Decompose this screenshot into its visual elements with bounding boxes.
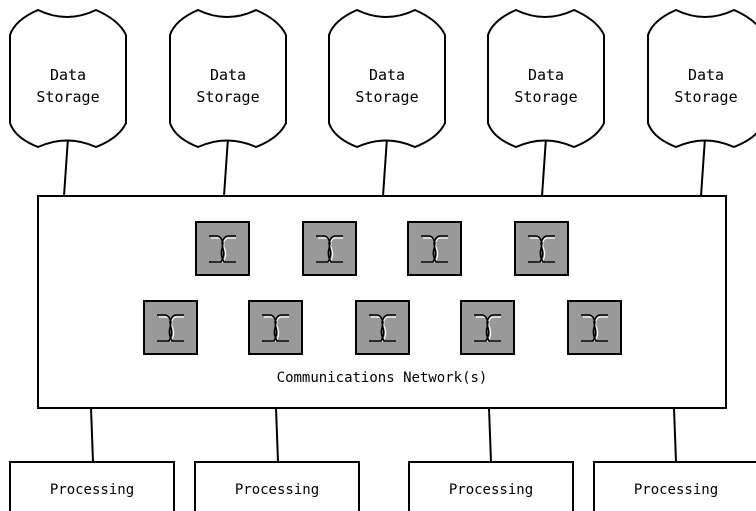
data-storage-3: Data Storage: [328, 8, 446, 149]
processing-connector-3: [488, 407, 492, 463]
storage-label-line2: Storage: [514, 88, 577, 106]
processing-label: Processing: [235, 482, 319, 498]
switch-icon: [195, 221, 250, 276]
switch-icon: [567, 300, 622, 355]
switch-icon: [302, 221, 357, 276]
processing-row: Processing Processing Processing Process…: [9, 461, 756, 511]
data-storage-4: Data Storage: [487, 8, 605, 149]
processing-label: Processing: [50, 482, 134, 498]
storage-label-line1: Data: [369, 66, 405, 84]
processing-node-3: Processing: [408, 461, 574, 511]
storage-label-line2: Storage: [674, 88, 737, 106]
processing-node-4: Processing: [593, 461, 756, 511]
communications-network: Communications Network(s): [37, 195, 727, 409]
processing-node-2: Processing: [194, 461, 360, 511]
processing-node-1: Processing: [9, 461, 175, 511]
storage-connector-1: [63, 137, 69, 197]
data-storage-2: Data Storage: [169, 8, 287, 149]
switch-icon: [143, 300, 198, 355]
processing-connector-4: [673, 407, 677, 463]
storage-connector-2: [223, 137, 229, 197]
processing-label: Processing: [449, 482, 533, 498]
storage-connector-3: [382, 137, 388, 197]
switch-icon: [514, 221, 569, 276]
storage-label-line2: Storage: [355, 88, 418, 106]
processing-label: Processing: [634, 482, 718, 498]
switch-icon: [355, 300, 410, 355]
processing-connector-1: [90, 407, 94, 463]
processing-connector-2: [275, 407, 279, 463]
switch-icon: [407, 221, 462, 276]
processing-connectors: [90, 407, 677, 463]
storage-connectors: [63, 137, 706, 197]
storage-connector-5: [700, 137, 706, 197]
storage-label-line2: Storage: [36, 88, 99, 106]
network-switches: [143, 221, 622, 355]
storage-label-line1: Data: [210, 66, 246, 84]
data-storage-1: Data Storage: [9, 8, 127, 149]
storage-label-line2: Storage: [196, 88, 259, 106]
switch-icon: [460, 300, 515, 355]
storage-label-line1: Data: [528, 66, 564, 84]
storage-row: Data Storage Data Storage Data Storage D…: [9, 8, 756, 149]
data-storage-5: Data Storage: [647, 8, 756, 149]
storage-label-line1: Data: [688, 66, 724, 84]
switch-icon: [248, 300, 303, 355]
storage-connector-4: [541, 137, 547, 197]
storage-label-line1: Data: [50, 66, 86, 84]
network-label: Communications Network(s): [277, 370, 488, 386]
